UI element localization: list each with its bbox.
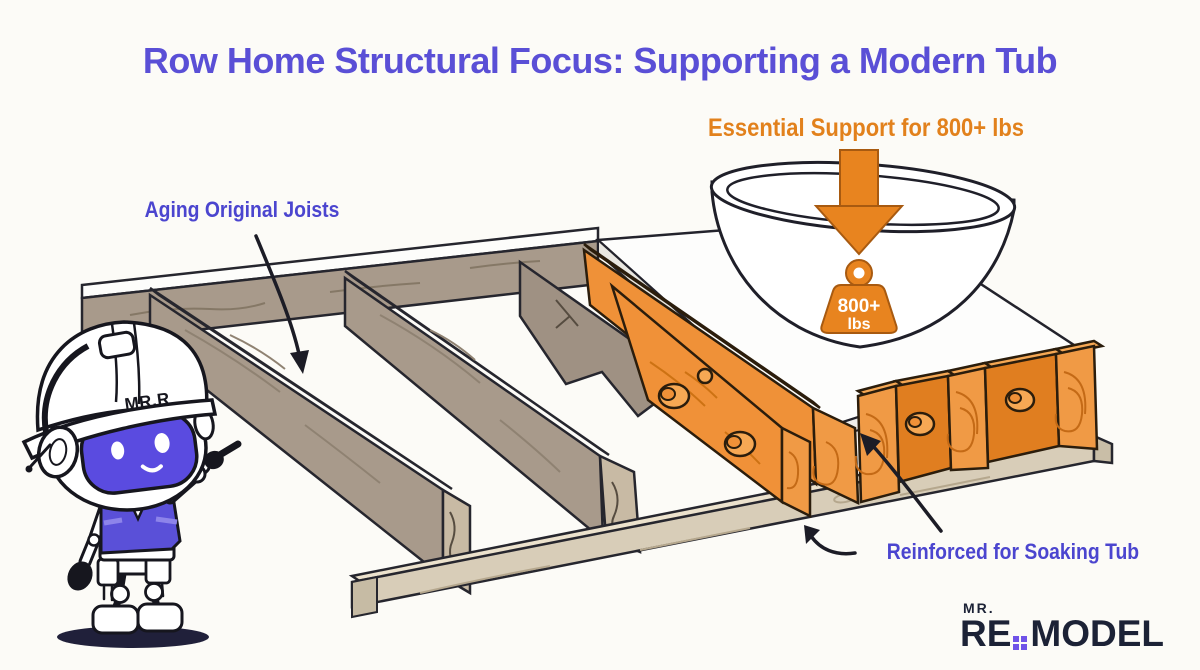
reinforced-pointer-arrow — [804, 525, 857, 556]
weight-value: 800+ — [838, 296, 881, 317]
smile — [140, 464, 163, 473]
reinforced-joist-pair — [981, 339, 1106, 464]
bolt-icon — [723, 430, 757, 458]
reinforced-pointer-arrow — [860, 433, 943, 533]
eye — [111, 441, 125, 460]
brand-logo: MR. RE MODEL — [960, 601, 1164, 654]
logo-part1: RE — [959, 613, 1012, 655]
logo-window-icon — [1013, 636, 1028, 650]
rim-joist — [80, 226, 600, 345]
bolt-icon — [657, 382, 691, 410]
reinforced-joist-pair — [854, 361, 997, 504]
weight-icon: 800+ lbs — [820, 259, 898, 334]
eye — [154, 433, 170, 453]
mascot-robot: MR.R — [21, 320, 242, 648]
support-annotation: Essential Support for 800+ lbs — [708, 114, 1025, 142]
bolt-icon — [904, 411, 936, 437]
headphones-icon — [25, 343, 90, 479]
reinforced-joist — [582, 242, 860, 519]
aging-joists-annotation: Aging Original Joists — [144, 197, 340, 222]
load-arrow-icon — [813, 149, 905, 256]
bolt-icon — [1004, 387, 1036, 413]
logo-prefix: MR. — [962, 600, 995, 617]
aging-pointer-arrow — [254, 234, 309, 374]
page-title: Row Home Structural Focus: Supporting a … — [142, 40, 1058, 81]
logo-part2: MODEL — [1030, 613, 1164, 655]
weight-unit: lbs — [847, 316, 870, 333]
reinforced-annotation: Reinforced for Soaking Tub — [886, 539, 1140, 564]
logo-wordmark: RE MODEL — [959, 613, 1164, 655]
floor-structure — [80, 216, 1114, 619]
